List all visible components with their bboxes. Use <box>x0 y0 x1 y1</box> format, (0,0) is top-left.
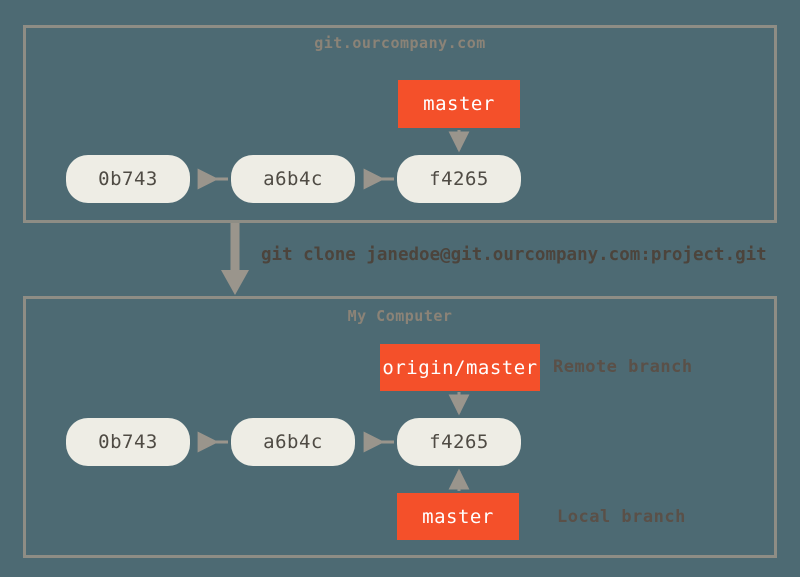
branch-box-master-local[interactable]: master <box>397 493 519 540</box>
label-local-branch: Local branch <box>557 507 686 527</box>
panel-remote-title: git.ourcompany.com <box>314 34 486 52</box>
commit-node-0b743-remote[interactable]: 0b743 <box>66 155 190 203</box>
branch-box-master-remote[interactable]: master <box>398 80 520 128</box>
panel-local-title: My Computer <box>347 307 453 325</box>
commit-node-f4265-local[interactable]: f4265 <box>397 418 521 466</box>
commit-node-f4265-remote[interactable]: f4265 <box>397 155 521 203</box>
clone-arrow <box>221 223 249 295</box>
branch-box-origin-master[interactable]: origin/master <box>380 344 540 391</box>
commit-node-0b743-local[interactable]: 0b743 <box>66 418 190 466</box>
commit-node-a6b4c-local[interactable]: a6b4c <box>231 418 355 466</box>
panel-remote-server <box>23 25 777 223</box>
panel-my-computer <box>23 296 777 558</box>
commit-node-a6b4c-remote[interactable]: a6b4c <box>231 155 355 203</box>
label-remote-branch: Remote branch <box>553 357 693 377</box>
clone-command-text: git clone janedoe@git.ourcompany.com:pro… <box>261 245 767 265</box>
